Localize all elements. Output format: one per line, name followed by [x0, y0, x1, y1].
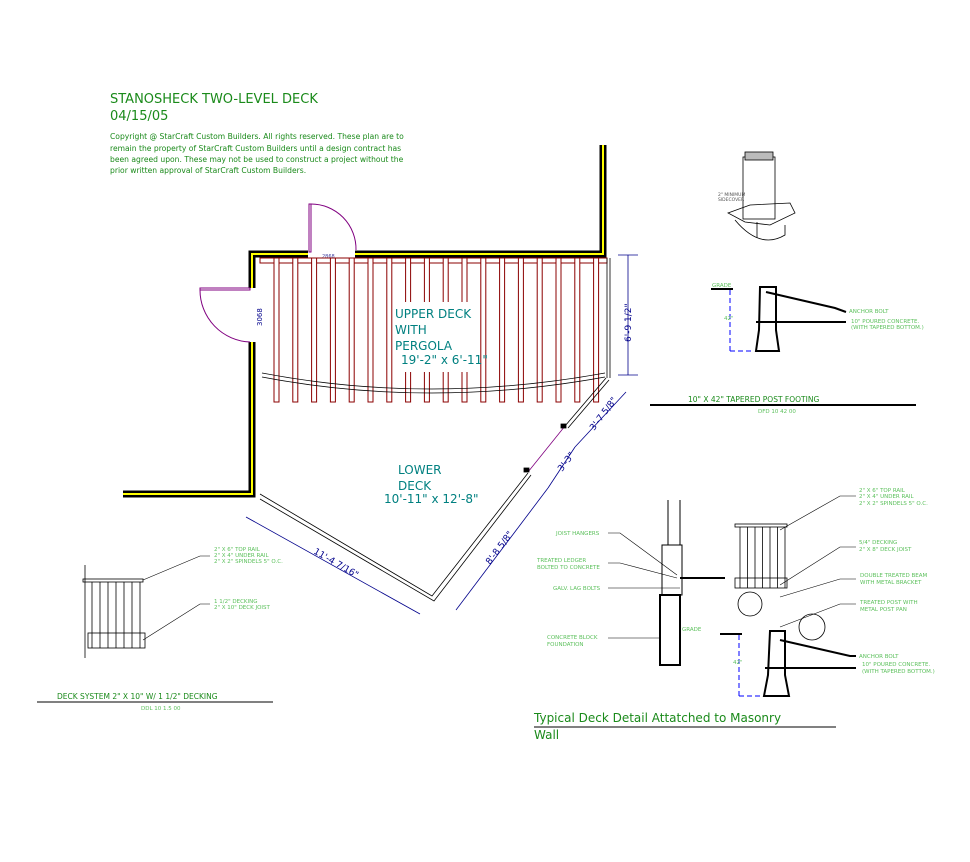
svg-text:(WITH TAPERED BOTTOM.): (WITH TAPERED BOTTOM.) — [862, 669, 935, 675]
footing-depth: 42" — [724, 316, 734, 322]
drawing-title: STANOSHECK TWO-LEVEL DECK — [110, 92, 318, 107]
footing-label-anchor: ANCHOR BOLT — [849, 309, 889, 315]
pergola-rafter — [386, 257, 393, 403]
masonry-labels-left: JOIST HANGERS TREATED LEDGER BOLTED TO C… — [536, 531, 601, 648]
iso-label: 2" MINIMUM — [718, 192, 745, 198]
svg-text:5/4" DECKING: 5/4" DECKING — [859, 540, 897, 546]
deck-system-labels: 2" X 6" TOP RAIL 2" X 4" UNDER RAIL 2" X… — [214, 547, 283, 611]
house-wall — [123, 145, 607, 498]
dim-mid: 3'-3" — [556, 451, 577, 474]
masonry-wall-section — [659, 500, 725, 666]
svg-text:2" X 10" DECK JOIST: 2" X 10" DECK JOIST — [214, 605, 271, 611]
pergola-rafter — [574, 257, 581, 403]
svg-text:LOWER: LOWER — [398, 463, 442, 477]
railing-section — [82, 565, 146, 658]
svg-text:UPPER DECK: UPPER DECK — [395, 307, 472, 321]
masonry-leaders — [608, 495, 856, 639]
door-top — [308, 203, 357, 253]
svg-text:WITH METAL BRACKET: WITH METAL BRACKET — [860, 580, 922, 586]
svg-text:DOUBLE TREATED BEAM: DOUBLE TREATED BEAM — [860, 573, 927, 579]
upper-deck-label: UPPER DECK WITH PERGOLA 19'-2" x 6'-11" — [393, 302, 488, 372]
svg-text:METAL POST PAN: METAL POST PAN — [860, 607, 907, 613]
masonry-title-2: Wall — [534, 728, 559, 742]
pergola-rafter — [517, 257, 524, 403]
svg-text:2" X 4" UNDER RAIL: 2" X 4" UNDER RAIL — [214, 553, 269, 559]
pergola-rafter — [499, 257, 506, 403]
svg-text:remain the property of StarCra: remain the property of StarCraft Custom … — [110, 144, 401, 153]
svg-text:JOIST HANGERS: JOIST HANGERS — [555, 531, 600, 537]
svg-text:ANCHOR BOLT: ANCHOR BOLT — [859, 654, 899, 660]
masonry-footing — [720, 630, 856, 697]
svg-text:prior written approval of Sta: prior written approval of StarCraft Cust… — [110, 166, 306, 175]
svg-text:2" X 2" SPINDELS 5" O.C.: 2" X 2" SPINDELS 5" O.C. — [859, 501, 928, 507]
svg-text:2" X 6" TOP RAIL: 2" X 6" TOP RAIL — [214, 547, 261, 553]
footing-code: DFD 10 42 00 — [758, 409, 796, 415]
svg-text:WITH: WITH — [395, 323, 427, 337]
footing-label-concrete: 10" POURED CONCRETE. — [851, 319, 919, 325]
svg-text:TREATED POST WITH: TREATED POST WITH — [859, 600, 918, 606]
svg-text:10" POURED CONCRETE.: 10" POURED CONCRETE. — [862, 662, 930, 668]
svg-text:FOUNDATION: FOUNDATION — [547, 642, 584, 648]
svg-text:CONCRETE BLOCK: CONCRETE BLOCK — [547, 635, 598, 641]
door-left — [199, 287, 251, 343]
svg-text:DECK: DECK — [398, 479, 432, 493]
deck-system-leaders — [142, 555, 210, 641]
svg-text:10'-11" x 12'-8": 10'-11" x 12'-8" — [384, 492, 478, 506]
footing-title: 10" X 42" TAPERED POST FOOTING — [688, 395, 819, 404]
dim-upper-right: 6'-9 1/2" — [624, 303, 634, 342]
svg-text:1 1/2" DECKING: 1 1/2" DECKING — [214, 599, 258, 605]
dim-top-diag: 3'-7 5/8" — [588, 396, 619, 433]
svg-text:GALV. LAG BOLTS: GALV. LAG BOLTS — [553, 586, 601, 592]
pergola-rafter — [536, 257, 543, 403]
dim-lower-left-text: 11'-4 7/16" — [312, 547, 360, 581]
pergola-rafter — [311, 257, 318, 403]
lower-deck-outline — [259, 377, 610, 602]
pergola-rafter — [367, 257, 374, 403]
footing-label-tapered: (WITH TAPERED BOTTOM.) — [851, 325, 924, 331]
svg-text:19'-2" x 6'-11": 19'-2" x 6'-11" — [401, 353, 488, 367]
svg-text:2" X 8" DECK JOIST: 2" X 8" DECK JOIST — [859, 547, 912, 553]
door-top-label: 2868 — [322, 254, 335, 260]
drawing-date: 04/15/05 — [110, 109, 168, 124]
svg-text:2" X 4" UNDER RAIL: 2" X 4" UNDER RAIL — [859, 494, 914, 500]
svg-text:PERGOLA: PERGOLA — [395, 339, 453, 353]
copyright-notice: Copyright @ StarCraft Custom Builders. A… — [110, 132, 404, 175]
masonry-railing — [734, 523, 826, 641]
svg-text:2" X 6" TOP RAIL: 2" X 6" TOP RAIL — [859, 488, 906, 494]
svg-text:been agreed upon. These may no: been agreed upon. These may not be used … — [110, 155, 404, 164]
iso-label-2: SIDECOVER — [718, 197, 744, 203]
dimension-lines — [245, 254, 638, 615]
pergola-rafter — [555, 257, 562, 403]
footing-grade: GRADE — [712, 283, 732, 289]
upper-deck-edge — [261, 258, 611, 394]
masonry-title: Typical Deck Detail Attatched to Masonry — [533, 711, 781, 725]
svg-text:BOLTED TO CONCRETE: BOLTED TO CONCRETE — [537, 565, 600, 571]
pergola-rafter — [348, 257, 355, 403]
dim-lower-right: 8'-8 5/8" — [484, 530, 515, 567]
svg-text:GRADE: GRADE — [682, 627, 702, 633]
deck-system-title: DECK SYSTEM 2" X 10" W/ 1 1/2" DECKING — [57, 692, 218, 701]
footing-section — [711, 286, 847, 352]
post-iso-drawing — [727, 151, 796, 241]
pergola-rafter — [593, 257, 600, 403]
svg-text:TREATED LEDGER: TREATED LEDGER — [536, 558, 586, 564]
lower-deck-label: LOWER DECK 10'-11" x 12'-8" — [384, 463, 478, 506]
pergola-rafter — [329, 257, 336, 403]
pergola-rafter — [292, 257, 299, 403]
svg-text:2" X 2" SPINDELS 5" O.C.: 2" X 2" SPINDELS 5" O.C. — [214, 559, 283, 565]
masonry-labels-right: 2" X 6" TOP RAIL 2" X 4" UNDER RAIL 2" X… — [682, 488, 935, 675]
svg-text:Copyright @ StarCraft Custom B: Copyright @ StarCraft Custom Builders. A… — [110, 132, 404, 141]
door-left-label: 3068 — [256, 308, 264, 326]
svg-text:42": 42" — [733, 660, 743, 666]
pergola-rafter — [480, 257, 487, 403]
deck-system-code: DDL 10 1.5 00 — [141, 706, 181, 712]
pergola-rafter — [273, 257, 280, 403]
